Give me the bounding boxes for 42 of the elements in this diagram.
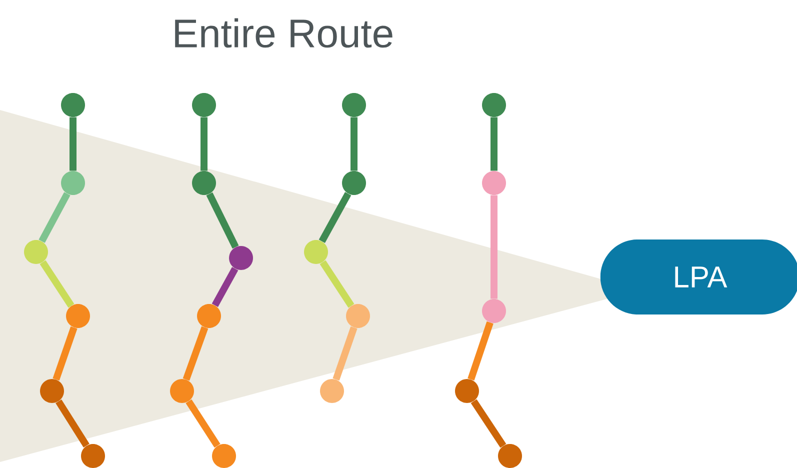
route-line [186, 399, 220, 448]
route-dot [24, 240, 48, 264]
route-dot [482, 171, 506, 195]
route-dot [455, 379, 479, 403]
title: Entire Route [175, 18, 392, 48]
route-dot [229, 246, 253, 270]
route-line [320, 260, 354, 308]
route-line [200, 117, 208, 171]
route-line [470, 399, 506, 448]
route-dot [192, 171, 216, 195]
route-dot [482, 93, 506, 117]
route-line [490, 117, 498, 171]
route-line [40, 260, 74, 308]
route-dot [346, 304, 370, 328]
route-line [468, 321, 494, 381]
route-line [212, 266, 238, 307]
route-line [206, 192, 239, 249]
route-line [182, 326, 208, 381]
route-dot [304, 240, 328, 264]
route-line [70, 117, 76, 171]
route-dot [81, 444, 105, 468]
route-dot [342, 93, 366, 117]
route-line [350, 117, 358, 171]
route-dot [66, 304, 90, 328]
route-dot [61, 171, 85, 195]
route-dot [498, 444, 522, 468]
route-line [332, 326, 358, 381]
route-dot [482, 299, 506, 323]
route-dot [342, 171, 366, 195]
route-dot [40, 379, 64, 403]
route-line [38, 192, 70, 243]
route-line [56, 399, 90, 448]
pill-box: LPA [600, 240, 797, 314]
route-dot [212, 444, 236, 468]
route-line [52, 326, 78, 381]
route-dot [170, 379, 194, 403]
route-dot [61, 93, 85, 117]
route-dot [192, 93, 216, 117]
route-line [318, 192, 352, 243]
route-line [490, 195, 498, 299]
route-dot [320, 379, 344, 403]
route-dot [197, 304, 221, 328]
